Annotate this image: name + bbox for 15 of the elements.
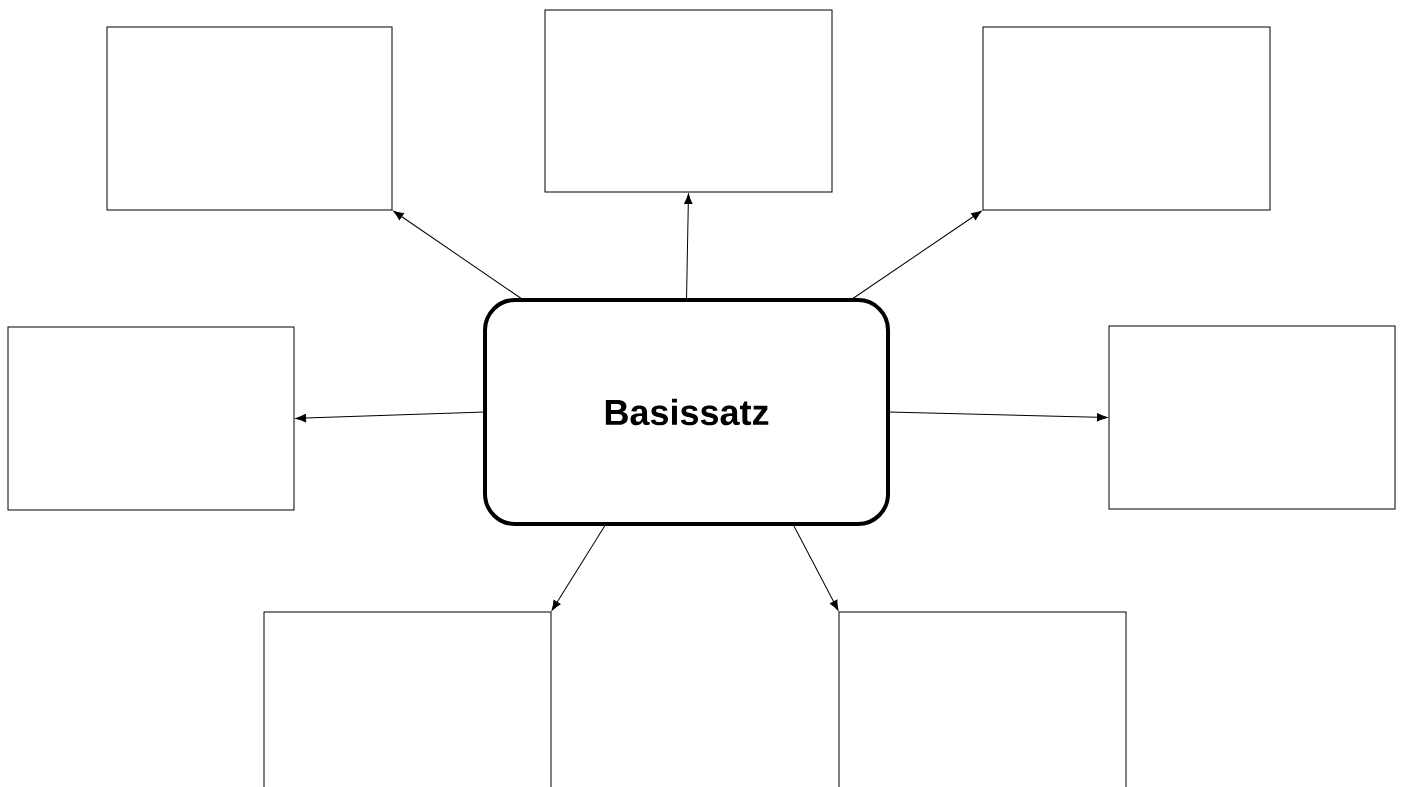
empty-box (7, 326, 295, 511)
arrow (887, 411, 1108, 422)
arrow (792, 523, 839, 611)
arrow (295, 411, 486, 423)
arrow (393, 210, 524, 301)
arrow (551, 523, 607, 611)
empty-box (544, 9, 833, 193)
arrow (684, 193, 693, 301)
empty-box (838, 611, 1127, 787)
empty-box (263, 611, 552, 787)
empty-box (982, 26, 1271, 211)
empty-box (106, 26, 393, 211)
empty-box (1108, 325, 1396, 510)
central-box: Basissatz (483, 298, 890, 526)
arrow (850, 210, 982, 301)
